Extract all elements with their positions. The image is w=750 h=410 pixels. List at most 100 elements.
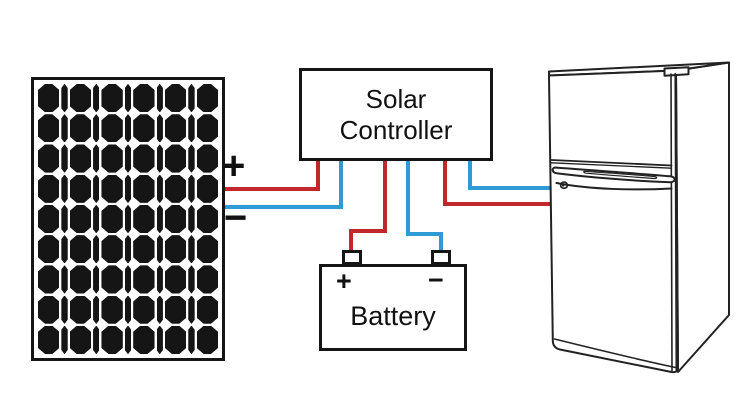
solar-cell [188,235,194,263]
solar-cell [197,205,218,233]
solar-cell [38,326,59,354]
refrigerator [548,61,730,374]
solar-cell [197,265,218,293]
fridge-side-panel [675,61,730,373]
solar-cell [165,114,186,142]
solar-cell [197,144,218,172]
solar-cell [70,205,91,233]
solar-cell [133,265,154,293]
battery-positive-wire-seg3 [349,229,353,252]
solar-cell [157,114,163,142]
solar-panel [31,77,225,361]
solar-cell [197,296,218,324]
solar-cell [133,235,154,263]
solar-cell [38,175,59,203]
solar-cell [38,235,59,263]
solar-cell [165,144,186,172]
solar-cell [157,144,163,172]
solar-cell [165,235,186,263]
solar-cell [133,175,154,203]
solar-cell [93,205,99,233]
solar-controller-label-line2: Controller [339,114,453,145]
solar-cell [125,84,131,112]
battery-negative-label: − [428,265,444,295]
panel-negative-wire-seg2 [225,205,343,209]
solar-cell [125,235,131,263]
solar-cell [93,144,99,172]
battery-negative-terminal [431,250,451,265]
fridge-positive-wire-seg1 [443,161,447,205]
solar-cell [133,84,154,112]
fridge-door-gap-line-2 [674,72,678,372]
solar-cell [197,175,218,203]
solar-cell [165,175,186,203]
solar-cell [61,296,67,324]
fridge-top-hinge [663,66,690,77]
solar-cell [38,144,59,172]
solar-cell [133,296,154,324]
solar-cell [70,326,91,354]
solar-cell [133,144,154,172]
fridge-handle-detail [583,170,658,180]
panel-negative-label: − [224,196,248,240]
battery-negative-wire-seg2 [406,232,443,236]
solar-cell [61,235,67,263]
solar-cell [38,84,59,112]
solar-cell [101,326,122,354]
solar-cell [61,265,67,293]
solar-cell [38,205,59,233]
solar-cell [61,175,67,203]
battery-positive-wire-seg1 [383,161,387,233]
solar-cell [157,265,163,293]
solar-cell [133,114,154,142]
battery-positive-wire-seg2 [349,229,387,233]
solar-cell [188,144,194,172]
solar-cell [197,84,218,112]
solar-cell [70,144,91,172]
battery-positive-terminal [342,250,362,265]
panel-positive-wire-seg2 [225,187,320,191]
solar-controller-box: Solar Controller [299,68,493,161]
fridge-positive-wire-seg2 [443,202,553,206]
solar-cell [101,175,122,203]
battery-box: + − Battery [319,264,467,351]
solar-cell [61,84,67,112]
solar-cell [61,326,67,354]
solar-cell [125,144,131,172]
solar-cell [61,114,67,142]
solar-cell [101,144,122,172]
solar-cell [157,84,163,112]
solar-cell [101,235,122,263]
solar-cell [70,296,91,324]
freezer-door-bottom-line [550,159,673,167]
fridge-door-gap-line [670,73,673,372]
solar-cell [101,114,122,142]
solar-cell [70,114,91,142]
solar-cell [125,326,131,354]
solar-cell [157,296,163,324]
solar-cell [188,114,194,142]
solar-cell [188,326,194,354]
solar-cell [157,205,163,233]
solar-cell [165,265,186,293]
solar-cell [188,296,194,324]
solar-cell [165,84,186,112]
solar-cell [93,175,99,203]
battery-negative-wire-seg3 [439,232,443,252]
solar-cell [165,296,186,324]
solar-cell [165,326,186,354]
solar-cell [101,265,122,293]
solar-cell [93,235,99,263]
solar-controller-label: Solar Controller [340,84,453,146]
panel-negative-wire-seg1 [339,161,343,207]
solar-cell [188,175,194,203]
solar-cell [101,84,122,112]
solar-cell [101,205,122,233]
solar-cell [93,326,99,354]
solar-cell [133,205,154,233]
solar-cell [93,84,99,112]
solar-cell [38,296,59,324]
solar-cell [188,205,194,233]
solar-cell [157,326,163,354]
